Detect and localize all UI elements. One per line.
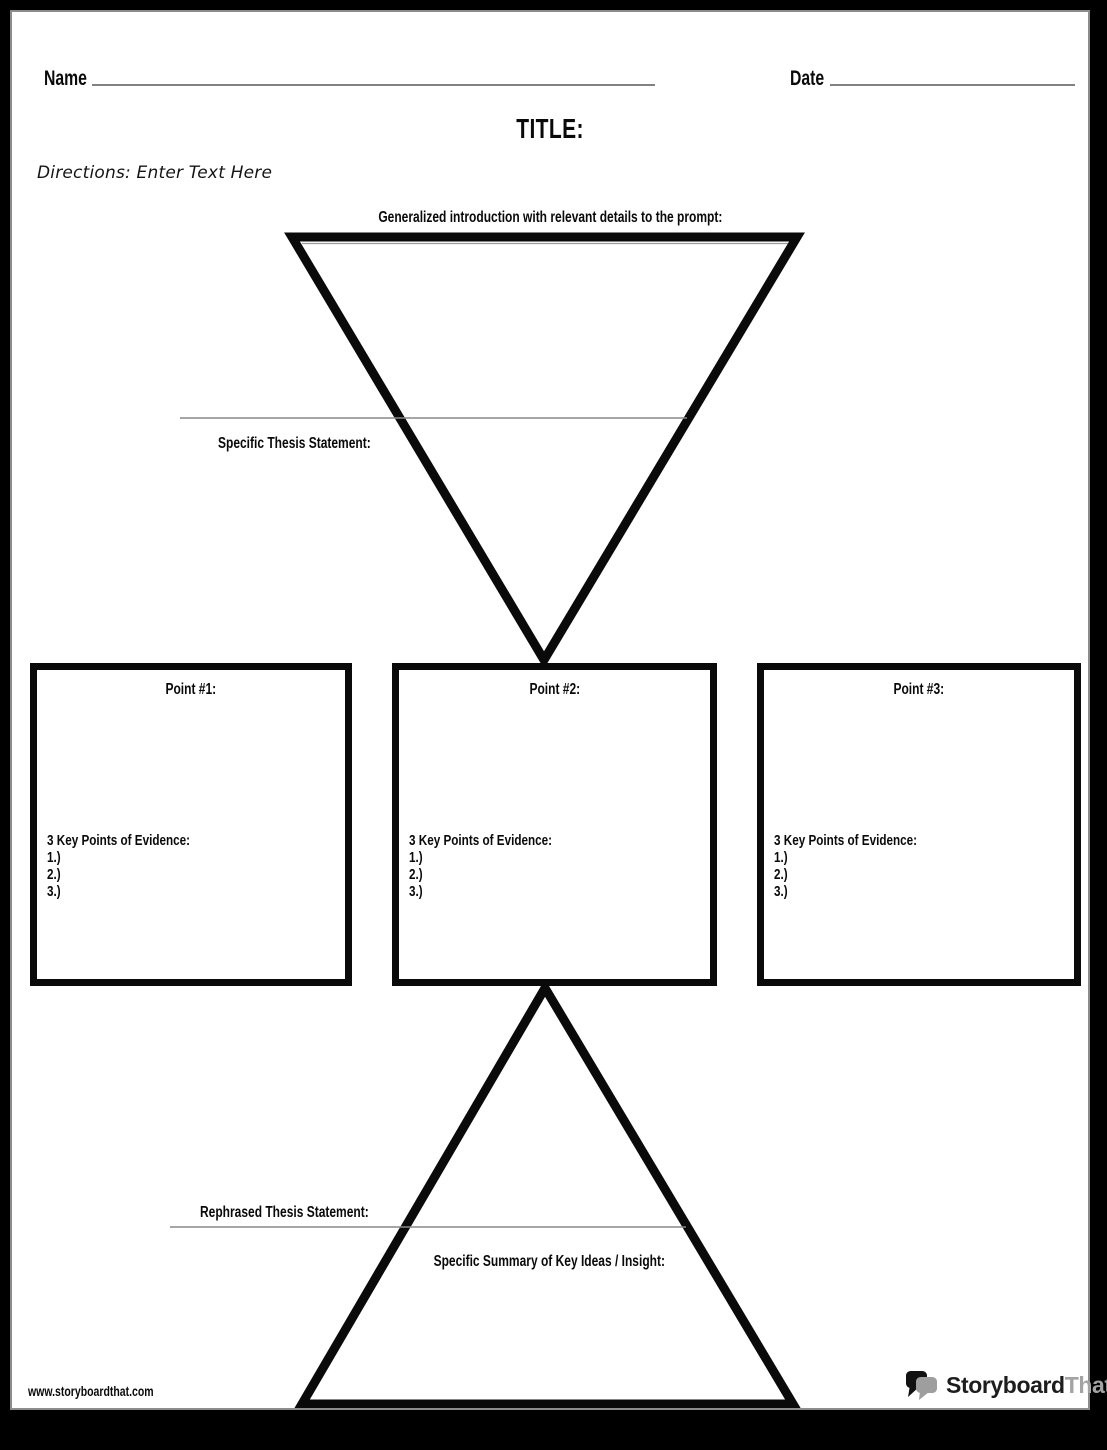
evidence-item: 3.) — [409, 883, 423, 900]
point-box-2: Point #2: 3 Key Points of Evidence: 1.) … — [392, 663, 717, 986]
worksheet-page: Name Date TITLE: Directions: Enter Text … — [10, 10, 1107, 1410]
evidence-item: 3.) — [774, 883, 788, 900]
logo-text-storyboard: Storyboard — [946, 1372, 1065, 1398]
point-title: Point #3: — [764, 670, 1074, 700]
thesis-statement-label: Specific Thesis Statement: — [218, 433, 422, 455]
evidence-item: 1.) — [409, 849, 423, 866]
date-line — [830, 84, 1075, 86]
evidence-item: 2.) — [409, 866, 423, 883]
point-title-text: Point #3: — [893, 681, 945, 698]
evidence-item: 2.) — [774, 866, 788, 883]
name-line — [92, 84, 655, 86]
evidence-heading: 3 Key Points of Evidence: — [409, 832, 553, 849]
evidence-item: 1.) — [47, 849, 61, 866]
name-label: Name — [44, 66, 101, 92]
directions-text: Directions: Enter Text Here — [37, 163, 273, 183]
evidence-item: 1.) — [774, 849, 788, 866]
name-label-text: Name — [44, 67, 87, 90]
rephrased-thesis-label-text: Rephrased Thesis Statement: — [200, 1204, 369, 1221]
evidence-heading: 3 Key Points of Evidence: — [774, 832, 918, 849]
storyboardthat-logo: StoryboardThat — [906, 1368, 1107, 1402]
website-url-text: www.storyboardthat.com — [28, 1383, 154, 1399]
evidence-block: 3 Key Points of Evidence: 1.) 2.) 3.) — [774, 832, 917, 900]
logo-text: StoryboardThat — [946, 1368, 1107, 1402]
point-box-3: Point #3: 3 Key Points of Evidence: 1.) … — [757, 663, 1081, 986]
evidence-item: 2.) — [47, 866, 61, 883]
point-title: Point #2: — [399, 670, 710, 700]
evidence-block: 3 Key Points of Evidence: 1.) 2.) 3.) — [409, 832, 552, 900]
point-title: Point #1: — [37, 670, 345, 700]
website-url: www.storyboardthat.com — [28, 1381, 196, 1401]
thesis-statement-label-text: Specific Thesis Statement: — [218, 435, 371, 452]
evidence-item: 3.) — [47, 883, 61, 900]
logo-text-that: That — [1064, 1372, 1107, 1398]
conclusion-pyramid-triangle — [294, 979, 801, 1408]
summary-label: Specific Summary of Key Ideas / Insight: — [279, 1251, 819, 1273]
intro-funnel-label-text: Generalized introduction with relevant d… — [377, 209, 723, 226]
date-label: Date — [790, 66, 836, 92]
page-title: TITLE: — [12, 112, 1088, 146]
evidence-heading: 3 Key Points of Evidence: — [47, 832, 191, 849]
evidence-block: 3 Key Points of Evidence: 1.) 2.) 3.) — [47, 832, 190, 900]
date-label-text: Date — [790, 67, 825, 90]
point-box-1: Point #1: 3 Key Points of Evidence: 1.) … — [30, 663, 352, 986]
speech-bubbles-icon — [906, 1371, 937, 1400]
page-title-text: TITLE: — [516, 113, 584, 144]
intro-funnel-label: Generalized introduction with relevant d… — [12, 207, 1088, 229]
rephrased-thesis-label: Rephrased Thesis Statement: — [200, 1202, 425, 1224]
point-title-text: Point #2: — [529, 681, 580, 698]
point-title-text: Point #1: — [165, 681, 217, 698]
summary-label-text: Specific Summary of Key Ideas / Insight: — [433, 1253, 665, 1270]
